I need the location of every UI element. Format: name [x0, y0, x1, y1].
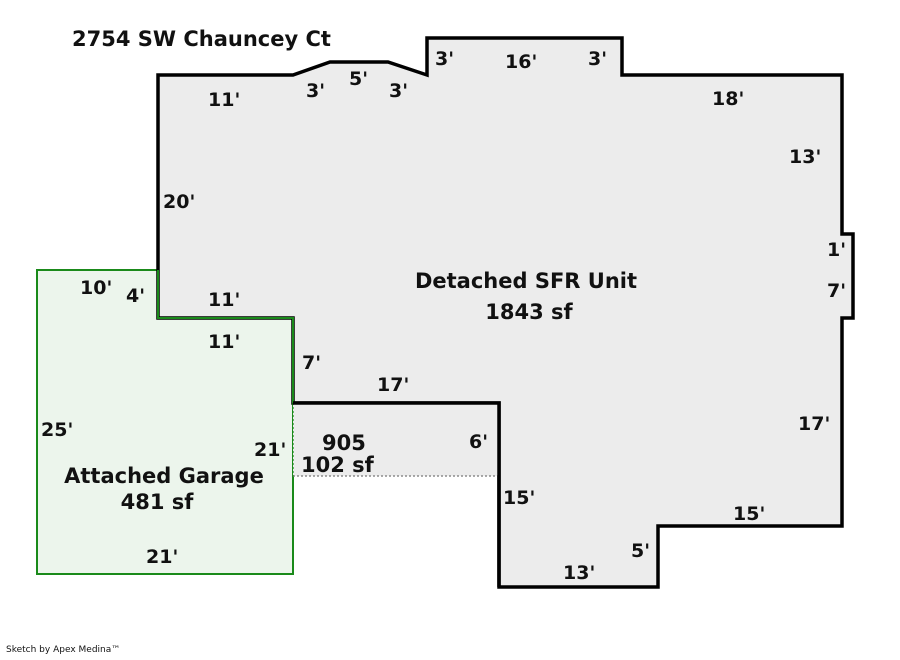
dim-label: 20' — [163, 191, 195, 213]
dim-label: 5' — [349, 68, 368, 90]
dim-label: 5' — [631, 540, 650, 562]
dim-label: 7' — [302, 352, 321, 374]
dim-label: 3' — [389, 80, 408, 102]
dim-label: 11' — [208, 89, 240, 111]
dim-label: 11' — [208, 331, 240, 353]
dim-label: 13' — [789, 146, 821, 168]
house-name: Detached SFR Unit — [415, 269, 637, 293]
house-area: 1843 sf — [485, 300, 573, 324]
dim-label: 16' — [505, 51, 537, 73]
porch-name: 905 — [322, 431, 366, 455]
dim-label: 18' — [712, 88, 744, 110]
dim-label: 7' — [827, 280, 846, 302]
dim-label: 3' — [588, 48, 607, 70]
dim-label: 17' — [798, 413, 830, 435]
dim-label: 3' — [435, 48, 454, 70]
sketch-credit: Sketch by Apex Medina™ — [6, 645, 121, 655]
dim-label: 4' — [126, 285, 145, 307]
garage-shared-wall — [157, 270, 294, 403]
dim-label: 10' — [80, 277, 112, 299]
dim-label: 17' — [377, 374, 409, 396]
garage-name: Attached Garage — [64, 464, 264, 488]
dim-label: 13' — [563, 562, 595, 584]
porch-area — [293, 403, 499, 476]
garage-area: 481 sf — [121, 490, 195, 514]
porch-outline — [293, 401, 501, 587]
dim-label: 6' — [469, 431, 488, 453]
dim-label: 21' — [254, 439, 286, 461]
dim-label: 25' — [41, 419, 73, 441]
dim-label: 15' — [503, 487, 535, 509]
dim-label: 1' — [827, 239, 846, 261]
dim-label: 15' — [733, 503, 765, 525]
dim-label: 21' — [146, 546, 178, 568]
dim-label: 3' — [306, 80, 325, 102]
porch-area-value: 102 sf — [301, 453, 375, 477]
property-address: 2754 SW Chauncey Ct — [72, 27, 331, 51]
dim-label: 11' — [208, 289, 240, 311]
